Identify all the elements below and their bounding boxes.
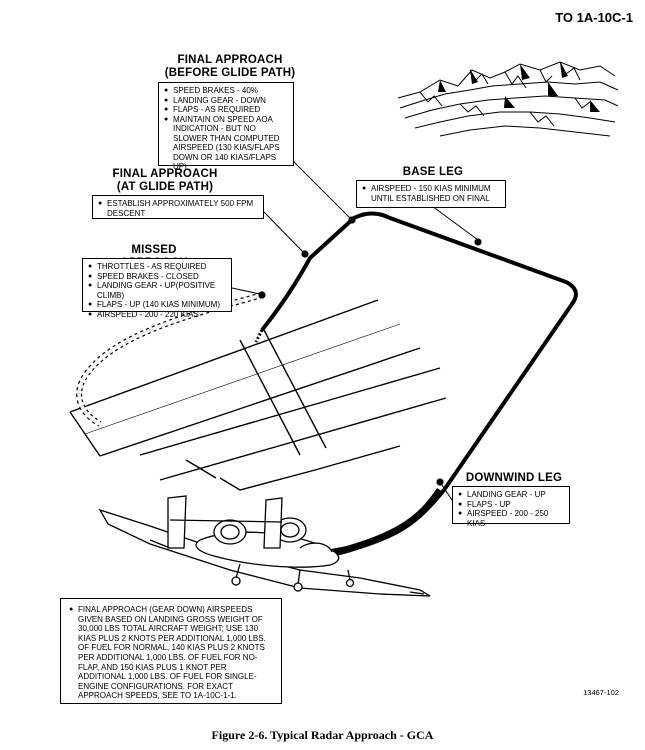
- list-item: LANDING GEAR - DOWN: [164, 96, 287, 106]
- taxiway-6: [185, 459, 217, 479]
- taxiway-1: [239, 339, 301, 456]
- taxiway-2: [263, 329, 327, 449]
- final-approach-before-box: SPEED BRAKES - 40% LANDING GEAR - DOWN F…: [158, 82, 294, 171]
- mountains-shading: [438, 62, 600, 112]
- runway-edge-left: [69, 299, 379, 413]
- taxiway-5: [219, 445, 401, 491]
- list-item: LANDING GEAR - UP: [458, 490, 563, 500]
- list-item: AIRSPEED - 200 - 250 KIAS: [458, 509, 563, 528]
- base-leg-heading: BASE LEG: [402, 166, 464, 178]
- final-approach-glide-heading: FINAL APPROACH (AT GLIDE PATH): [112, 168, 218, 193]
- downwind-leg-heading: DOWNWIND LEG: [465, 472, 563, 484]
- list-item: FLAPS - UP: [458, 500, 563, 510]
- marker-final-glide: [301, 250, 309, 258]
- figure-number: 13467-102: [583, 688, 619, 697]
- list-item: SPEED BRAKES - CLOSED: [88, 272, 225, 282]
- list-item: THROTTLES - AS REQUIRED: [88, 262, 225, 272]
- list-item: SPEED BRAKES - 40%: [164, 86, 287, 96]
- downwind-leg-box: LANDING GEAR - UP FLAPS - UP AIRSPEED - …: [452, 486, 570, 528]
- runway-edge-right: [99, 347, 421, 457]
- taxiway-4: [159, 397, 447, 481]
- list-item: FLAPS - AS REQUIRED: [164, 105, 287, 115]
- aircraft-illustration: [98, 495, 431, 597]
- taxiway-3: [139, 367, 441, 456]
- figure-caption: Figure 2-6. Typical Radar Approach - GCA: [211, 728, 434, 742]
- leader-lines: [231, 159, 479, 501]
- traffic-pattern-path: [254, 211, 578, 559]
- note-text: FINAL APPROACH (GEAR DOWN) AIRSPEEDS GIV…: [78, 605, 266, 701]
- bullet-icon: ●: [69, 606, 74, 613]
- marker-missed: [258, 291, 266, 299]
- marker-final-before: [348, 216, 356, 224]
- position-markers: [258, 216, 482, 486]
- runway: [69, 299, 447, 491]
- aircraft-tail-right: [263, 497, 283, 549]
- list-item: MAINTAIN ON SPEED AOA INDICATION - BUT N…: [164, 115, 287, 172]
- note-box: ● FINAL APPROACH (GEAR DOWN) AIRSPEEDS G…: [60, 598, 282, 704]
- list-item: ESTABLISH APPROXIMATELY 500 FPM DESCENT: [98, 199, 257, 218]
- runway-centerline: [84, 323, 401, 435]
- aircraft-tail-left: [167, 495, 187, 549]
- missed-approach-box: THROTTLES - AS REQUIRED SPEED BRAKES - C…: [82, 258, 232, 319]
- marker-base: [474, 238, 482, 246]
- list-item: LANDING GEAR - UP(POSITIVE CLIMB): [88, 281, 225, 300]
- list-item: AIRSPEED - 200 - 220 KIAS: [88, 310, 225, 320]
- mountains-illustration: [397, 61, 619, 137]
- document-id: TO 1A-10C-1: [555, 10, 633, 25]
- list-item: AIRSPEED - 150 KIAS MINIMUM UNTIL ESTABL…: [362, 184, 499, 203]
- final-approach-glide-box: ESTABLISH APPROXIMATELY 500 FPM DESCENT: [92, 195, 264, 219]
- list-item: FLAPS - UP (140 KIAS MINIMUM): [88, 300, 225, 310]
- base-leg-box: AIRSPEED - 150 KIAS MINIMUM UNTIL ESTABL…: [356, 180, 506, 208]
- final-approach-before-heading: FINAL APPROACH (BEFORE GLIDE PATH): [164, 54, 296, 79]
